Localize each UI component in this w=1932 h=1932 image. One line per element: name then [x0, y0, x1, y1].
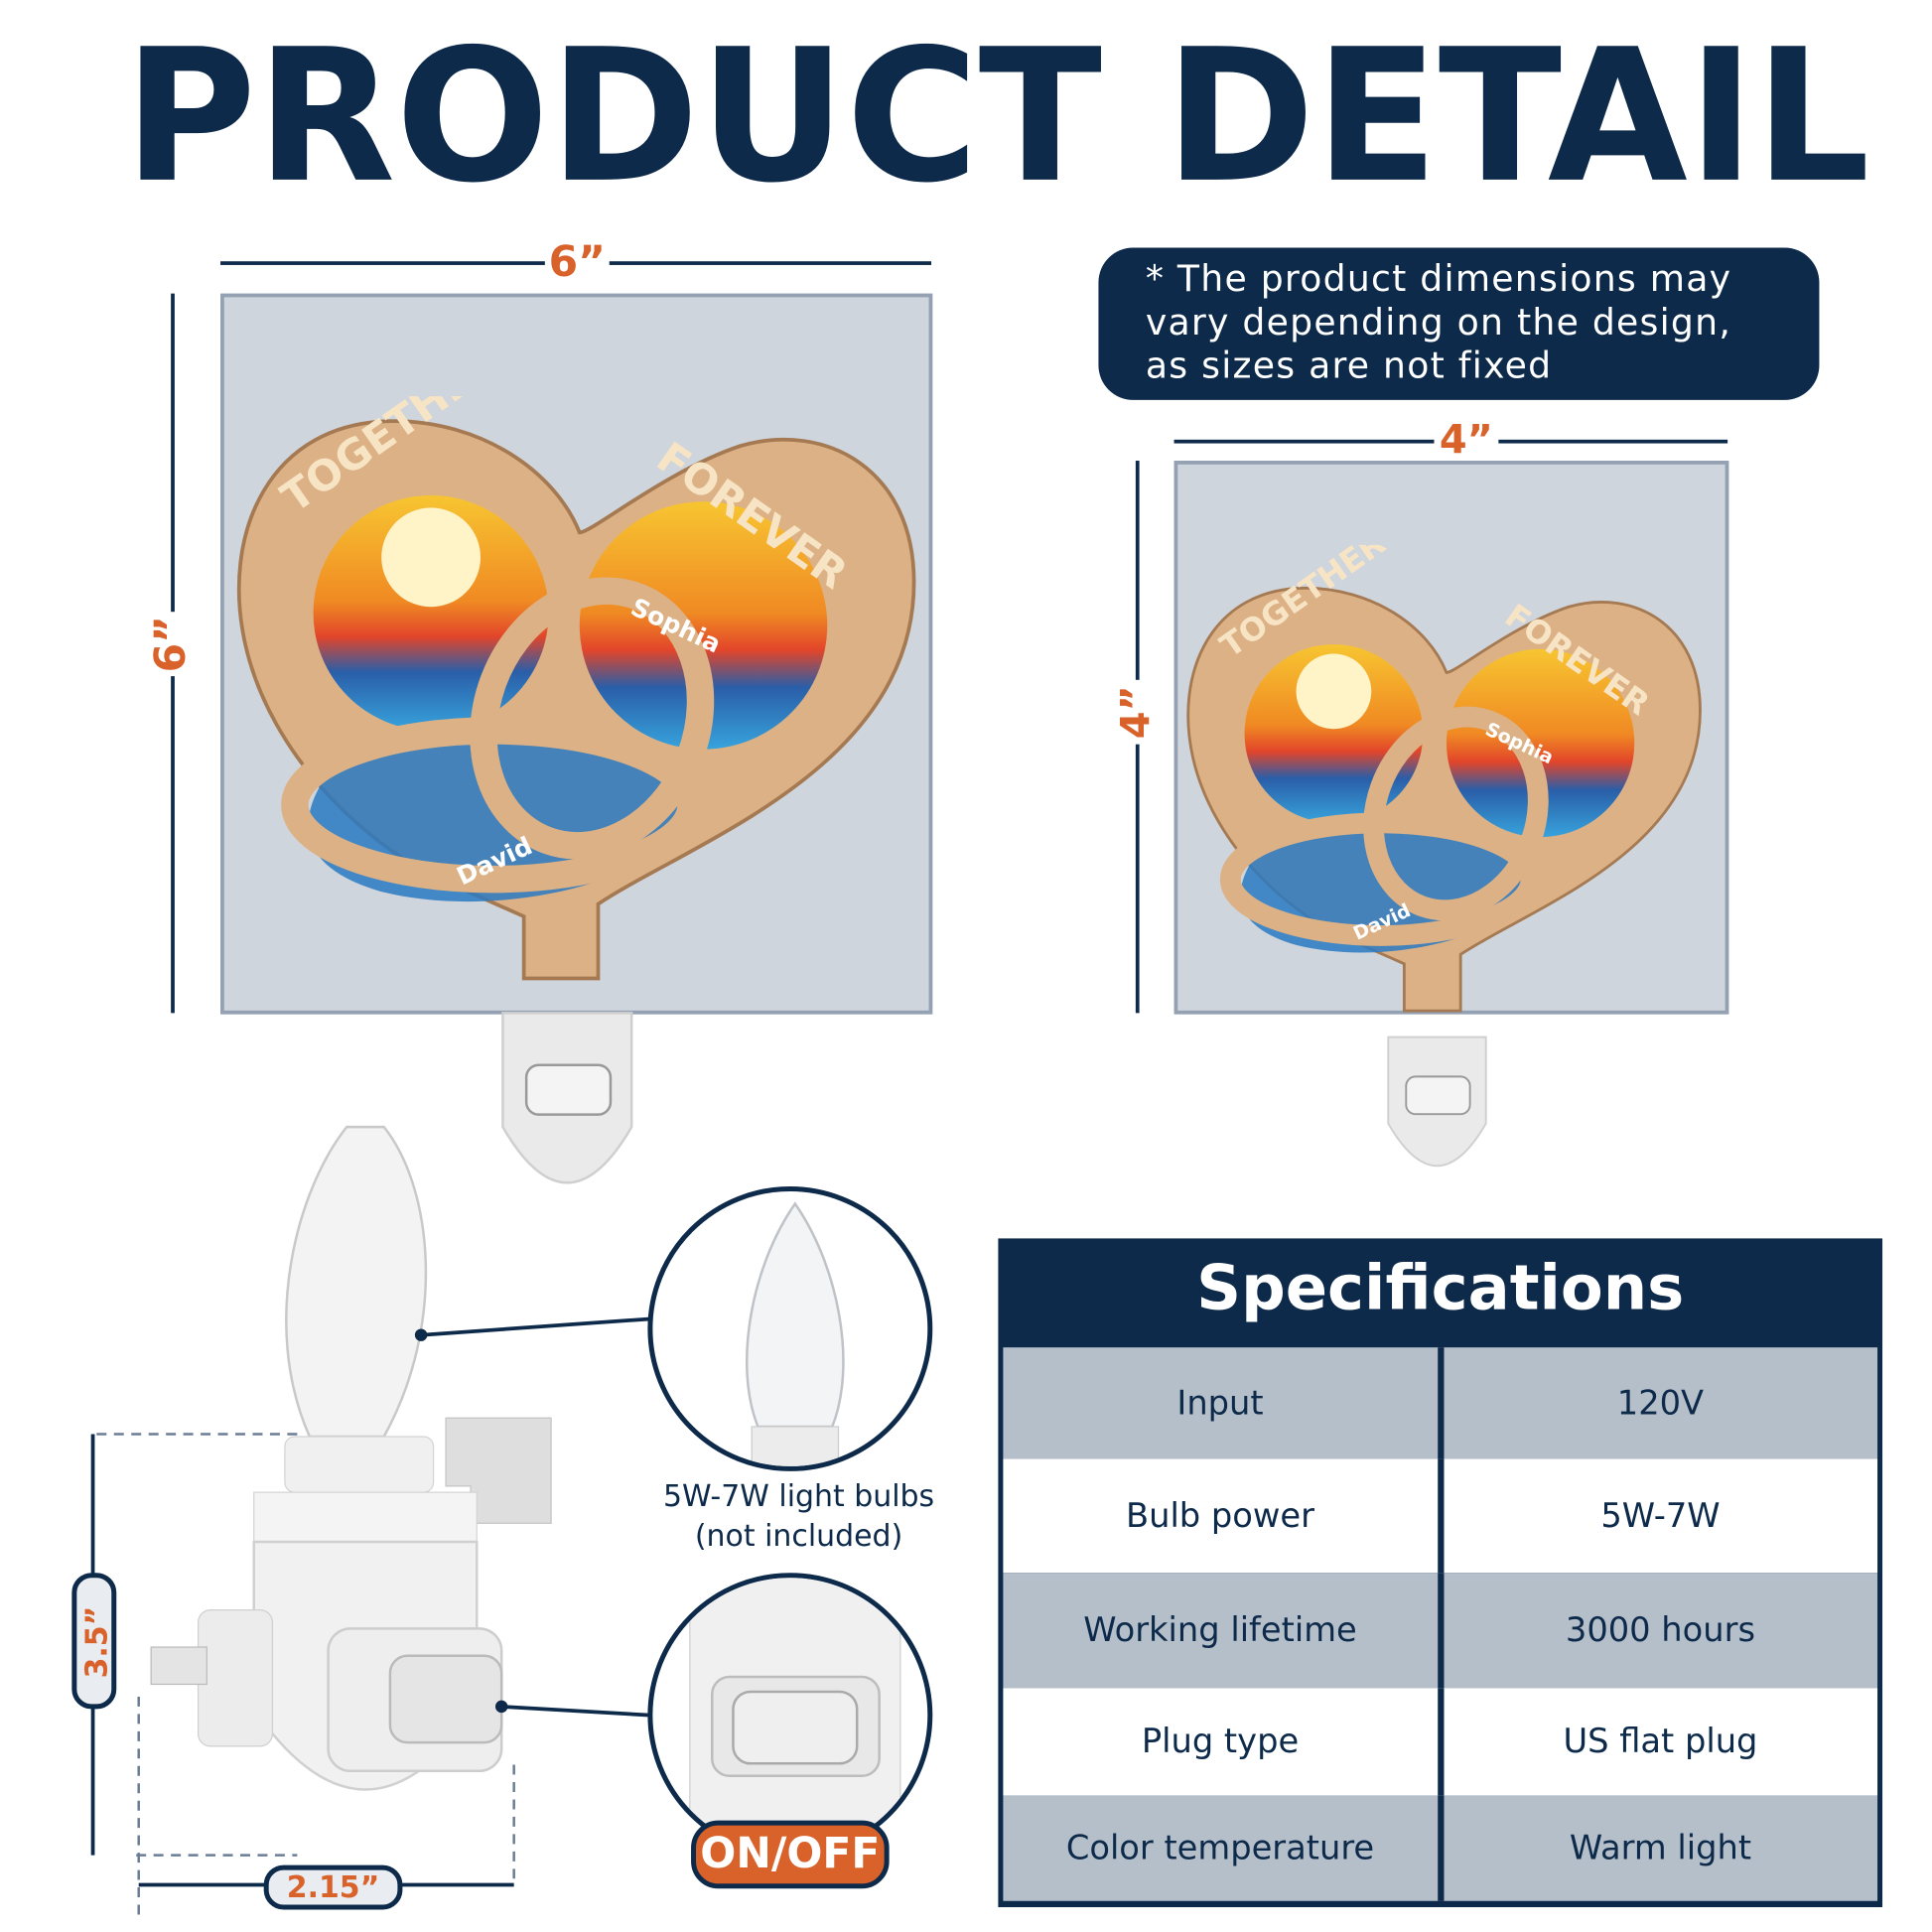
spec-value: 5W-7W — [1600, 1496, 1721, 1536]
width-label: 4” — [1434, 416, 1499, 464]
table-row: Plug type US flat plug — [1003, 1688, 1878, 1796]
heart-night-light-image: TOGETHER FOREVER Sophia David — [236, 396, 916, 1184]
note-line: * The product dimensions may — [1145, 257, 1732, 300]
table-row: Working lifetime 3000 hours — [1003, 1573, 1878, 1689]
page-title-svg: PRODUCT DETAIL — [124, 10, 1870, 210]
night-light-base-image — [90, 1125, 651, 1920]
spec-value: 120V — [1616, 1383, 1705, 1423]
bulb-caption: 5W-7W light bulbs (not included) — [644, 1476, 954, 1556]
note-line: vary depending on the design, — [1145, 301, 1732, 344]
width-label: 2.15” — [263, 1864, 403, 1910]
spec-value: Warm light — [1569, 1829, 1752, 1868]
specifications-table: Specifications Input 120V Bulb power 5W-… — [998, 1238, 1883, 1907]
note-line: as sizes are not fixed — [1145, 344, 1553, 387]
page-title: PRODUCT DETAIL — [124, 10, 1870, 210]
bulb-caption-line: (not included) — [694, 1518, 903, 1554]
height-pill: 3.5” — [71, 1573, 117, 1710]
spec-label: Plug type — [1003, 1688, 1444, 1796]
height-label: 6” — [146, 612, 197, 677]
table-row: Input 120V — [1003, 1347, 1878, 1459]
heart-night-light-image: TOGETHER FOREVER Sophia David — [1186, 545, 1702, 1167]
switch-icon — [388, 1654, 503, 1744]
spec-label: Input — [1003, 1347, 1444, 1459]
spec-label: Color temperature — [1003, 1795, 1444, 1901]
table-row: Color temperature Warm light — [1003, 1795, 1878, 1901]
bulb-icon — [745, 1201, 845, 1466]
spec-value: 3000 hours — [1565, 1610, 1756, 1650]
switch-closeup-circle — [647, 1573, 933, 1859]
spec-label: Bulb power — [1003, 1458, 1444, 1574]
dimension-note: * The product dimensions may vary depend… — [1098, 247, 1820, 400]
height-label: 3.5” — [78, 1605, 114, 1679]
bulb-closeup-circle — [647, 1186, 933, 1471]
width-label: 6” — [544, 237, 610, 288]
spec-value: US flat plug — [1563, 1723, 1758, 1761]
table-row: Bulb power 5W-7W — [1003, 1458, 1878, 1574]
bulb-icon — [285, 1125, 428, 1439]
spec-label: Working lifetime — [1003, 1573, 1444, 1689]
height-label: 4” — [1112, 679, 1160, 745]
on-off-badge: ON/OFF — [691, 1820, 890, 1889]
bulb-caption-line: 5W-7W light bulbs — [662, 1478, 935, 1514]
specifications-title: Specifications — [1196, 1252, 1685, 1324]
switch-icon — [689, 1578, 901, 1854]
